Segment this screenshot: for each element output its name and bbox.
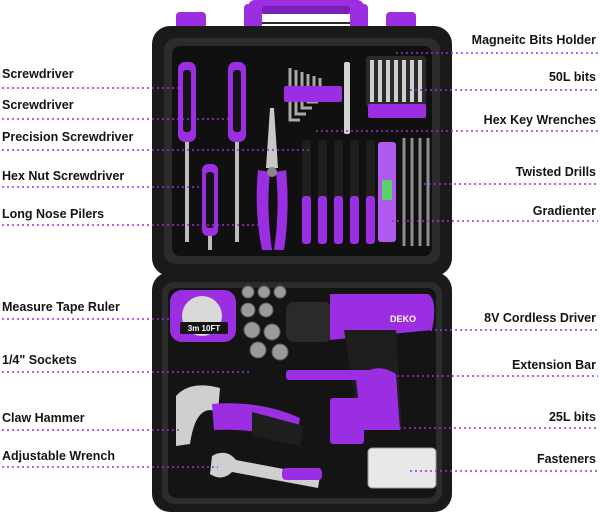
label-twisted-drills: Twisted Drills	[515, 165, 596, 179]
gradienter	[378, 142, 396, 242]
label-hex-key-wrenches: Hex Key Wrenches	[483, 113, 596, 127]
leader-lines	[2, 52, 598, 472]
label-fasteners: Fasteners	[536, 452, 596, 466]
fasteners	[367, 447, 437, 489]
twisted-drills	[402, 138, 430, 246]
label-extension-bar: Extension Bar	[511, 358, 596, 372]
magnetic-bits-holder	[344, 56, 426, 134]
label-sockets: 1/4" Sockets	[2, 353, 77, 367]
label-25l-bits: 25L bits	[548, 410, 596, 424]
sockets	[240, 285, 289, 361]
precision-screwdrivers	[302, 140, 375, 244]
bits-25l	[330, 398, 364, 444]
label-claw-hammer: Claw Hammer	[2, 411, 85, 425]
label-long-nose-pliers: Long Nose Pilers	[2, 207, 105, 221]
adjustable-wrench	[210, 452, 322, 488]
claw-hammer	[176, 385, 304, 446]
extension-bar	[286, 370, 378, 380]
label-screwdriver-1: Screwdriver	[2, 67, 74, 81]
label-gradienter: Gradienter	[532, 204, 596, 218]
long-nose-pliers	[256, 108, 288, 250]
drill-brand: DEKO	[390, 314, 416, 324]
hex-key-holder	[284, 86, 342, 102]
label-screwdriver-2: Screwdriver	[2, 98, 74, 112]
hex-nut-screwdriver	[202, 164, 218, 250]
label-precision-screwdriver: Precision Screwdriver	[2, 130, 134, 144]
label-adjustable-wrench: Adjustable Wrench	[2, 449, 115, 463]
measure-tape: 3m 10FT	[170, 290, 236, 342]
label-hex-nut-screwdriver: Hex Nut Screwdriver	[2, 169, 125, 183]
screwdrivers-large	[178, 62, 246, 242]
label-measure-tape-ruler: Measure Tape Ruler	[2, 300, 120, 314]
label-50l-bits: 50L bits	[548, 70, 596, 84]
tape-marking: 3m 10FT	[188, 324, 221, 333]
label-magnetic-bits-holder: Magneitc Bits Holder	[471, 33, 596, 47]
label-8v-cordless-driver: 8V Cordless Driver	[484, 311, 596, 325]
